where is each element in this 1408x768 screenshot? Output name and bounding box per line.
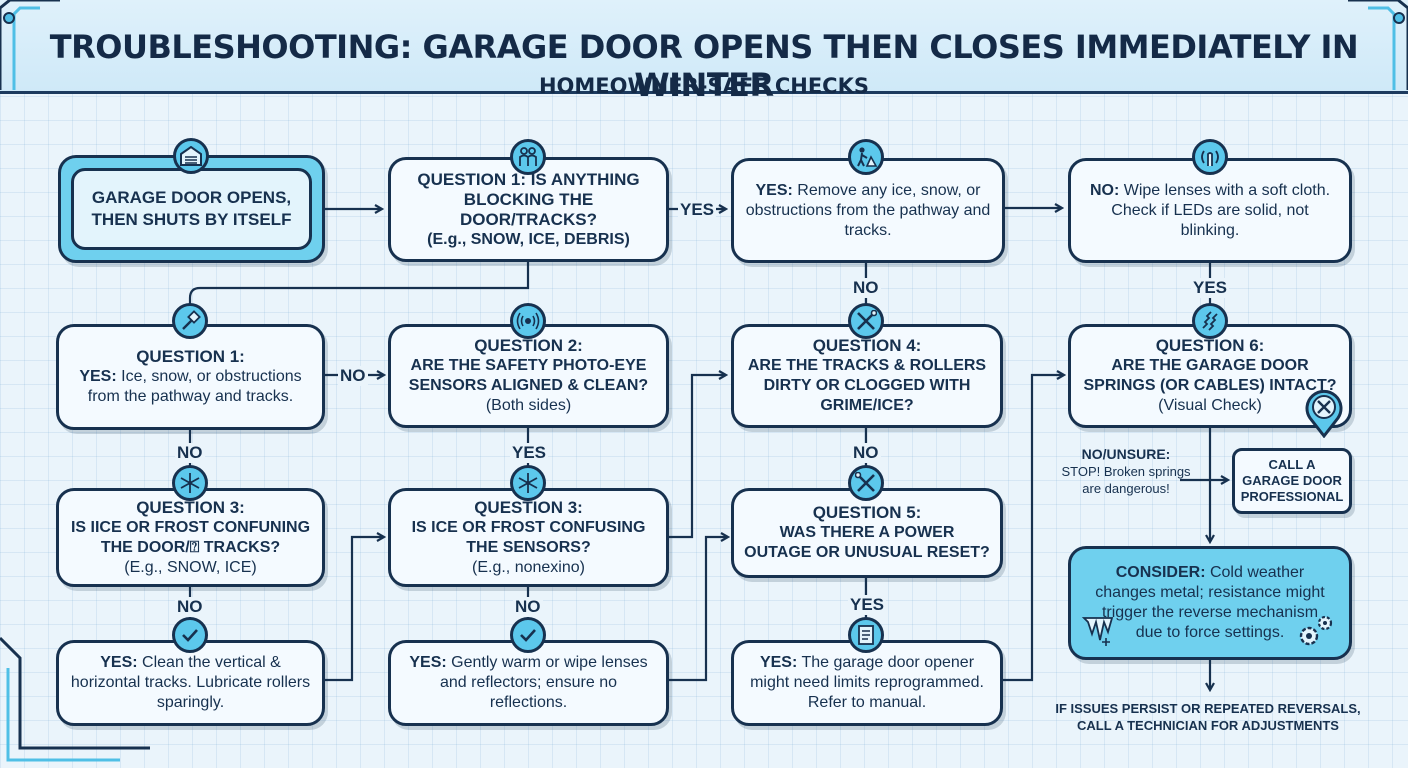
no-wipe-lenses: NO: Wipe lenses with a soft cloth. Check…: [1068, 158, 1352, 263]
start-node-label: GARAGE DOOR OPENS, THEN SHUTS BY ITSELF: [71, 168, 312, 250]
question-6-springs: QUESTION 6: ARE THE GARAGE DOOR SPRINGS …: [1068, 324, 1352, 428]
answer-lead: YES:: [409, 654, 447, 671]
document-icon: [848, 617, 884, 653]
edge-label-yes: YES: [678, 200, 717, 220]
answer-body: The garage door opener might need limits…: [750, 654, 984, 711]
answer-lead: YES:: [755, 181, 793, 199]
question-heading: QUESTION 2:: [474, 336, 583, 355]
question-heading: QUESTION 3:: [136, 497, 245, 517]
question-example: (E.g., nonexino): [472, 558, 585, 576]
question-text: ARE THE GARAGE DOOR SPRINGS (OR CABLES) …: [1083, 357, 1337, 394]
corner-ornament-right: [1328, 0, 1408, 90]
consider-body: Cold weather changes metal; resistance m…: [1095, 564, 1325, 641]
edge-q1-to-q1-repeat: [190, 262, 530, 318]
question-example: (Visual Check): [1158, 397, 1262, 414]
edge-q3mid-to-q4: [669, 375, 726, 539]
tools-icon: [848, 303, 884, 339]
edge-limits-to-q6: [1003, 375, 1064, 682]
answer-body: Ice, snow, or obstructions from the path…: [87, 368, 302, 405]
yes-clean-tracks: YES: Clean the vertical & horizontal tra…: [56, 640, 325, 726]
question-heading: QUESTION 5:: [812, 503, 922, 522]
question-example: (Both sides): [485, 397, 572, 414]
answer-lead: NO:: [1089, 181, 1120, 199]
question-heading: QUESTION 3:: [474, 497, 583, 517]
question-text: ARE THE TRACKS & ROLLERS DIRTY OR CLOGGE…: [747, 357, 987, 414]
question-heading: QUESTION 1: IS ANYTHING: [417, 169, 640, 189]
answer-lead: YES:: [100, 654, 138, 671]
gear-icon: [1294, 612, 1334, 662]
answer-lead: YES:: [79, 368, 117, 385]
edge-warm-to-q5: [669, 537, 728, 682]
edge-label-no: NO: [338, 366, 368, 386]
question-text: WAS THERE A POWER OUTAGE OR UNUSUAL RESE…: [744, 524, 990, 561]
consider-node: CONSIDER: Cold weather changes metal; re…: [1068, 546, 1352, 660]
edge-label-yes: YES: [1191, 278, 1230, 298]
warning-note: NO/UNSURE: STOP! Broken springs are dang…: [1052, 446, 1200, 497]
corner-ornament-bottom-left: [0, 628, 150, 768]
edge-label-yes: YES: [510, 443, 549, 463]
warning-lead: NO/UNSURE:: [1081, 446, 1171, 462]
question-heading: QUESTION 1:: [136, 347, 245, 366]
question-heading: QUESTION 6:: [1155, 336, 1265, 355]
tools-icon: [848, 465, 884, 501]
question-text: IS IICE OR FROST CONFUNING THE DOOR/⍰ TR…: [70, 518, 311, 556]
answer-body: Clean the vertical & horizontal tracks. …: [70, 654, 311, 711]
final-note: IF ISSUES PERSIST OR REPEATED REVERSALS,…: [1055, 701, 1361, 733]
spring-icon: [1192, 303, 1228, 339]
call-professional-node: CALL A GARAGE DOOR PROFESSIONAL: [1232, 448, 1352, 514]
scraper-icon: [172, 303, 208, 339]
answer-text: YES: Remove any ice, snow, or obstructio…: [744, 181, 992, 241]
checkmark-icon: [510, 617, 546, 653]
edge-label-no: NO: [175, 443, 205, 463]
wrench-pin-icon: [1304, 388, 1344, 439]
question-1-repeat: QUESTION 1: YES: Ice, snow, or obstructi…: [56, 324, 325, 430]
answer-lead: YES:: [759, 654, 798, 671]
snowflake-icon: [172, 465, 208, 501]
answer-body: Gently warm or wipe lenses and reflector…: [440, 654, 648, 711]
corner-ornament-left: [0, 0, 80, 90]
edge-label-no: NO: [851, 443, 881, 463]
answer-body: Wipe lenses with a soft cloth. Check if …: [1111, 181, 1331, 239]
question-3-frost-sensors: QUESTION 3: IS ICE OR FROST CONFUSING TH…: [388, 488, 669, 587]
edge-label-no: NO: [175, 597, 205, 617]
edge-label-no: NO: [513, 597, 543, 617]
question-text: IS ICE OR FROST CONFUSING THE SENSORS?: [411, 518, 646, 556]
question-heading: QUESTION 4:: [812, 336, 922, 355]
garage-icon: [173, 138, 209, 174]
question-text: BLOCKING THE DOOR/TRACKS?: [460, 189, 597, 229]
yes-warm-lenses: YES: Gently warm or wipe lenses and refl…: [388, 640, 669, 726]
edge-clean-to-q3mid: [325, 537, 384, 682]
yes-reprogram-limits: YES: The garage door opener might need l…: [731, 640, 1003, 726]
sensor-wave-icon: [510, 303, 546, 339]
people-icon: [510, 139, 546, 175]
warning-text: STOP! Broken springs are dangerous!: [1061, 464, 1191, 496]
consider-lead: CONSIDER:: [1115, 564, 1206, 581]
checkmark-icon: [172, 617, 208, 653]
question-example: (E.g., SNOW, ICE, DEBRIS): [427, 230, 630, 248]
consider-text: CONSIDER: Cold weather changes metal; re…: [1093, 563, 1327, 643]
call-professional-label: CALL A GARAGE DOOR PROFESSIONAL: [1240, 457, 1344, 504]
answer-text: NO: Wipe lenses with a soft cloth. Check…: [1081, 181, 1339, 241]
edge-label-no: NO: [851, 278, 881, 298]
answer-body: Remove any ice, snow, or obstructions fr…: [745, 181, 991, 239]
answer-text: YES: The garage door opener might need l…: [744, 653, 990, 713]
question-2-sensors: QUESTION 2: ARE THE SAFETY PHOTO-EYE SEN…: [388, 324, 669, 428]
touch-sensor-icon: [1192, 139, 1228, 175]
question-4-tracks: QUESTION 4: ARE THE TRACKS & ROLLERS DIR…: [731, 324, 1003, 428]
answer-text: YES: Gently warm or wipe lenses and refl…: [401, 653, 656, 713]
question-example: (E.g., SNOW, ICE): [124, 558, 257, 576]
answer-text: YES: Ice, snow, or obstructions from the…: [69, 367, 312, 407]
answer-text: YES: Clean the vertical & horizontal tra…: [69, 653, 312, 713]
page-subtitle: HOMEOWNER-SAFE CHECKS: [538, 74, 869, 98]
yes-remove-obstructions: YES: Remove any ice, snow, or obstructio…: [731, 158, 1005, 263]
edge-label-yes: YES: [848, 595, 887, 615]
ice-icon: [1080, 612, 1120, 662]
page-title: TROUBLESHOOTING: GARAGE DOOR OPENS THEN …: [49, 28, 1359, 104]
worker-icon: [848, 139, 884, 175]
snowflake-icon: [510, 465, 546, 501]
question-text: ARE THE SAFETY PHOTO-EYE SENSORS ALIGNED…: [408, 357, 649, 394]
header-banner: [0, 0, 1408, 94]
question-3-frost-tracks: QUESTION 3: IS IICE OR FROST CONFUNING T…: [56, 488, 325, 587]
question-5-power: QUESTION 5: WAS THERE A POWER OUTAGE OR …: [731, 488, 1003, 578]
